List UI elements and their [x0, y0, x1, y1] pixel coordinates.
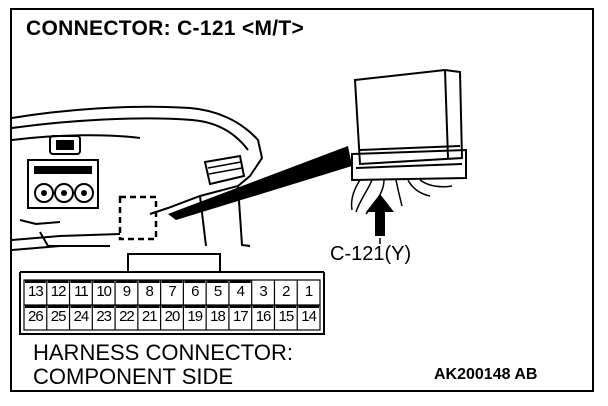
document-code: AK200148 AB — [434, 366, 538, 383]
pin-terminal-mark — [25, 280, 46, 283]
pin-23: 23 — [96, 308, 112, 325]
pin-11: 11 — [74, 283, 89, 300]
pin-26: 26 — [28, 308, 44, 325]
pin-terminal-mark — [47, 305, 69, 308]
pin-18: 18 — [210, 308, 226, 325]
pin-22: 22 — [119, 308, 135, 325]
pin-terminal-mark — [70, 305, 92, 308]
pin-terminal-mark — [275, 305, 297, 308]
pin-3: 3 — [259, 283, 267, 300]
pointer-beam — [168, 146, 352, 220]
pin-5: 5 — [213, 283, 222, 300]
pin-20: 20 — [164, 308, 181, 325]
pin-16: 16 — [255, 308, 272, 325]
pin-terminal-mark — [25, 305, 46, 308]
connector-face-outline — [19, 253, 325, 335]
pin-terminal-mark — [184, 305, 206, 308]
pin-terminal-mark — [229, 305, 251, 308]
pin-19: 19 — [187, 308, 203, 325]
pin-2: 2 — [282, 283, 290, 300]
pin-terminal-mark — [47, 280, 69, 283]
pin-terminal-mark — [138, 305, 160, 308]
wire-harness — [350, 179, 453, 215]
pin-25: 25 — [50, 308, 67, 325]
pin-10: 10 — [96, 283, 112, 300]
pin-24: 24 — [73, 308, 90, 325]
pin-terminal-mark — [161, 280, 183, 283]
ecu-module-icon — [351, 68, 467, 182]
pin-terminal-mark — [207, 280, 228, 283]
page-title: CONNECTOR: C-121 <M/T> — [26, 17, 305, 40]
caption-line-2: COMPONENT SIDE — [33, 364, 234, 389]
pin-13: 13 — [28, 283, 44, 300]
pin-15: 15 — [278, 308, 294, 325]
pin-12: 12 — [50, 283, 67, 300]
pin-17: 17 — [232, 308, 249, 325]
pin-14: 14 — [301, 308, 317, 325]
caption-line-1: HARNESS CONNECTOR: — [33, 340, 293, 365]
pin-terminal-mark — [298, 305, 319, 308]
pin-8: 8 — [145, 283, 154, 300]
pin-terminal-mark — [93, 305, 115, 308]
connector-label: C-121(Y) — [330, 243, 412, 265]
dashboard-illustration — [11, 105, 264, 251]
pin-terminal-mark — [116, 280, 137, 283]
pin-9: 9 — [122, 283, 131, 300]
pin-7: 7 — [168, 283, 176, 300]
pin-terminal-mark — [138, 280, 160, 283]
pin-terminal-mark — [184, 280, 206, 283]
pin-terminal-mark — [161, 305, 183, 308]
pin-6: 6 — [191, 283, 199, 300]
pin-21: 21 — [141, 308, 158, 325]
diagram-frame — [10, 8, 594, 392]
pin-terminal-mark — [252, 305, 274, 308]
connector-location-marker — [118, 195, 158, 241]
pin-terminal-mark — [116, 305, 137, 308]
pin-terminal-mark — [93, 280, 115, 283]
pin-terminal-mark — [207, 305, 228, 308]
pin-1: 1 — [304, 283, 313, 300]
pointer-arrow-icon — [366, 194, 394, 236]
pin-4: 4 — [236, 283, 245, 300]
pin-terminal-mark — [70, 280, 92, 283]
pin-terminal-mark — [229, 280, 251, 283]
